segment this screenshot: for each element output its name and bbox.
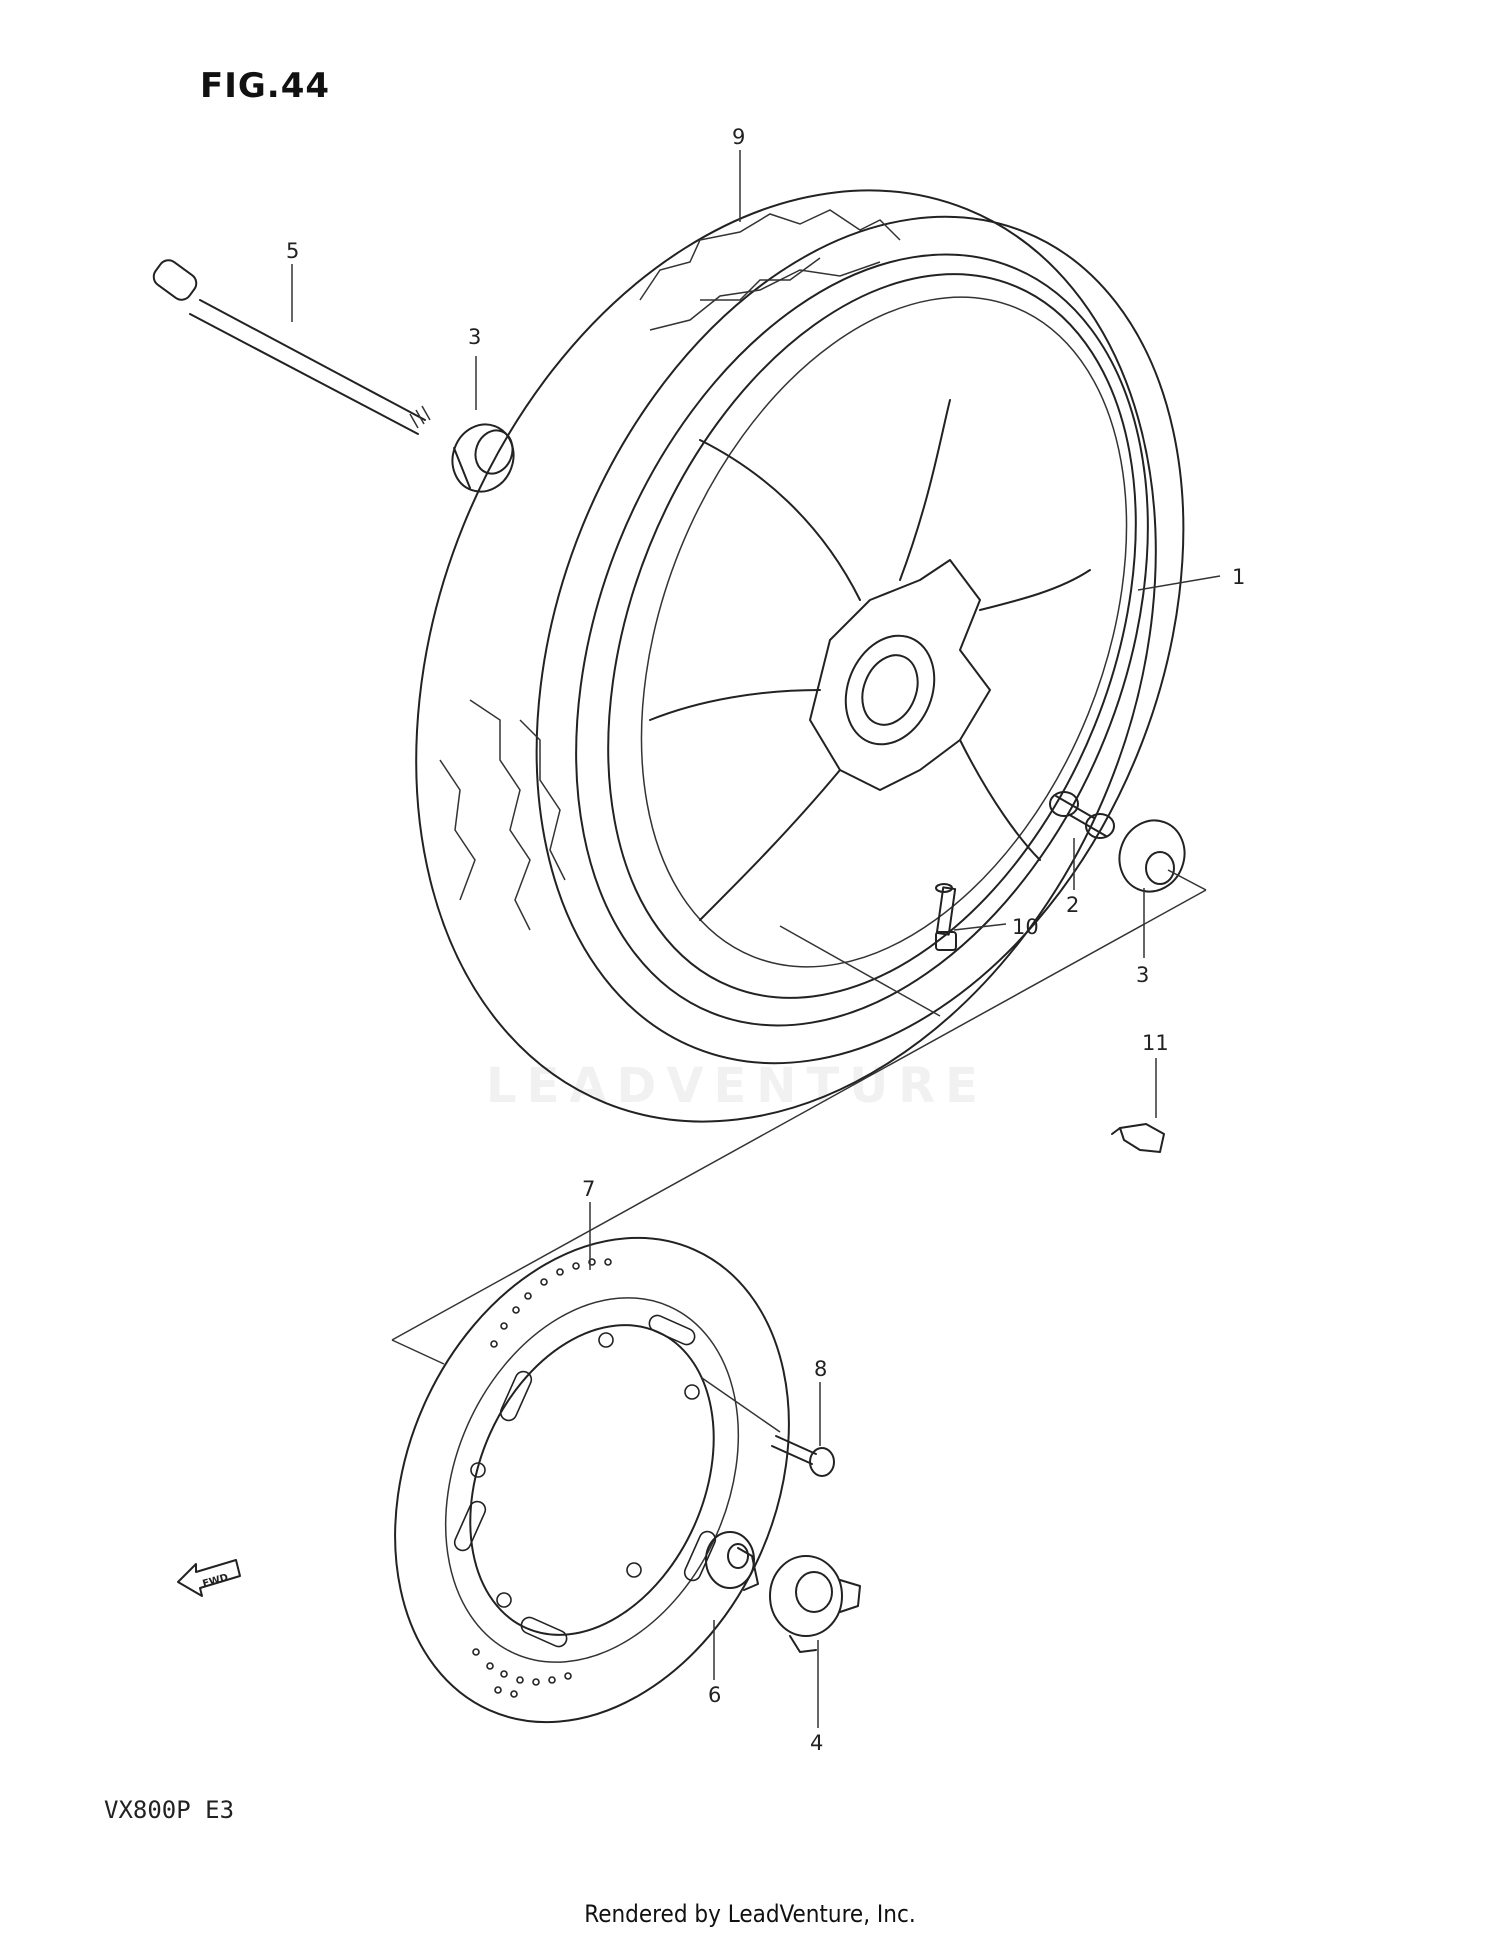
speedometer-gearbox [769, 1555, 861, 1653]
fwd-arrow-icon: FWD [177, 1559, 241, 1597]
valve-stem [935, 883, 957, 951]
callout-11: 11 [1142, 1031, 1169, 1055]
disc-bolt [771, 1435, 835, 1477]
callout-6: 6 [708, 1683, 721, 1707]
clip [1111, 1123, 1165, 1153]
spacer [1049, 791, 1115, 839]
callout-2: 2 [1066, 893, 1079, 917]
leader-lines [291, 150, 1221, 1728]
figure-title: FIG.44 [200, 66, 331, 106]
brake-disc [394, 1236, 790, 1724]
bearing-right [1118, 819, 1186, 893]
footer-credit: Rendered by LeadVenture, Inc. [584, 1900, 916, 1928]
model-label: VX800P E3 [104, 1796, 235, 1824]
axle [152, 259, 431, 435]
callout-1: 1 [1232, 565, 1245, 589]
tire [415, 189, 1185, 1123]
rim [575, 253, 1149, 1027]
callout-7: 7 [582, 1177, 595, 1201]
callout-3-right: 3 [1136, 963, 1149, 987]
callout-8: 8 [814, 1357, 827, 1381]
callout-3-top: 3 [468, 325, 481, 349]
assembly-lines [391, 869, 1207, 1433]
callout-5: 5 [286, 239, 299, 263]
callout-4: 4 [810, 1731, 823, 1755]
watermark: LEADVENTURE [486, 1058, 988, 1114]
callout-10: 10 [1012, 915, 1039, 939]
bearing-left [451, 423, 515, 493]
collar [705, 1531, 759, 1591]
wheel-hub [809, 559, 991, 791]
wheel-spokes [649, 399, 1091, 921]
callout-9: 9 [732, 125, 745, 149]
